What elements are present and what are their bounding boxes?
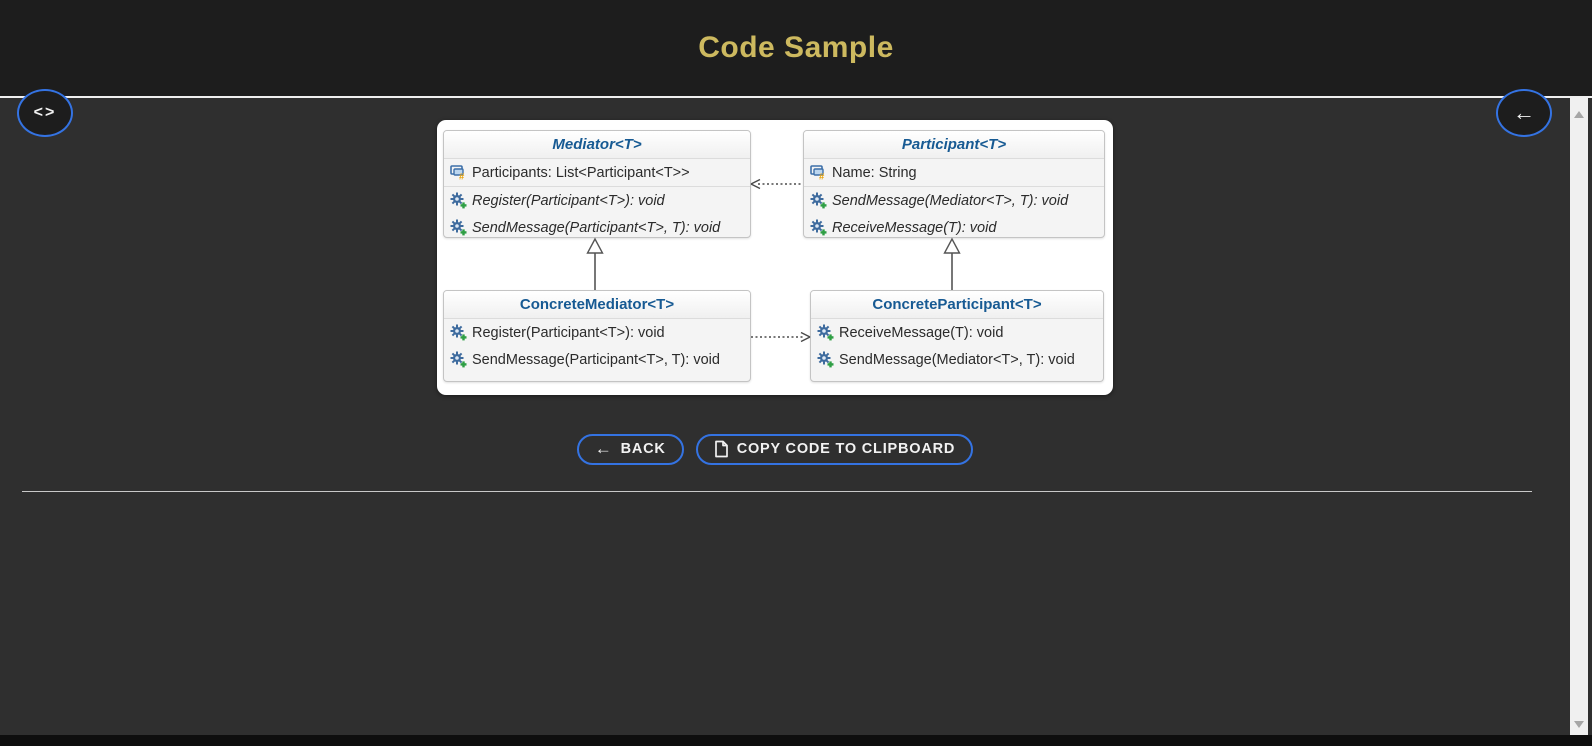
class-method-row: SendMessage(Mediator<T>, T): void [804, 187, 1104, 214]
method-icon [810, 219, 827, 236]
method-icon [450, 192, 467, 209]
field-icon: # [450, 165, 465, 181]
scrollbar-up-arrow[interactable] [1570, 105, 1588, 123]
method-icon [810, 192, 827, 209]
back-button-label: BACK [620, 441, 666, 457]
dashed-association-arrow [750, 178, 803, 190]
code-view-toggle-button[interactable]: <> [17, 89, 73, 137]
class-method-row: SendMessage(Participant<T>, T): void [444, 346, 750, 373]
class-box-concrete-participant: ConcreteParticipant<T> ReceiveMessage(T)… [810, 290, 1104, 382]
class-method-row: Register(Participant<T>): void [444, 187, 750, 214]
back-circle-button[interactable]: ← [1496, 89, 1552, 137]
class-field-row: # Name: String [804, 159, 1104, 186]
class-method-row: ReceiveMessage(T): void [804, 214, 1104, 237]
code-icon: <> [33, 104, 57, 121]
copy-code-button-label: COPY CODE TO CLIPBOARD [736, 441, 956, 457]
arrow-left-icon: ← [594, 439, 613, 458]
class-field-row: # Participants: List<Participant<T>> [444, 159, 750, 186]
actions-row: ← BACK COPY CODE TO CLIPBOARD [437, 433, 1113, 465]
method-icon [817, 324, 834, 341]
method-icon [817, 351, 834, 368]
dashed-association-arrow [751, 331, 811, 343]
class-method-row: SendMessage(Participant<T>, T): void [444, 214, 750, 237]
class-title: Mediator<T> [444, 131, 750, 158]
class-title: Participant<T> [804, 131, 1104, 158]
class-title: ConcreteParticipant<T> [811, 291, 1103, 318]
uml-diagram-panel: Mediator<T> # Participants: List<Partici… [437, 120, 1113, 395]
horizontal-divider [22, 491, 1532, 492]
app-header: Code Sample [0, 0, 1592, 98]
svg-text:#: # [459, 172, 465, 181]
method-icon [450, 324, 467, 341]
copy-document-icon [714, 440, 728, 458]
class-method-row: Register(Participant<T>): void [444, 319, 750, 346]
class-box-concrete-mediator: ConcreteMediator<T> Register(Participant… [443, 290, 751, 382]
class-box-participant: Participant<T> # Name: String [803, 130, 1105, 238]
class-method-row: SendMessage(Mediator<T>, T): void [811, 346, 1103, 373]
scrollbar-down-arrow[interactable] [1570, 715, 1588, 733]
class-box-mediator: Mediator<T> # Participants: List<Partici… [443, 130, 751, 238]
inheritance-arrow [586, 237, 604, 290]
copy-code-button[interactable]: COPY CODE TO CLIPBOARD [695, 433, 974, 465]
field-icon: # [810, 165, 825, 181]
arrow-left-icon: ← [1513, 100, 1535, 125]
method-icon [450, 351, 467, 368]
method-icon [450, 219, 467, 236]
vertical-scrollbar[interactable] [1570, 97, 1588, 735]
class-method-row: ReceiveMessage(T): void [811, 319, 1103, 346]
uml-relations-layer [586, 178, 961, 343]
back-button[interactable]: ← BACK [576, 433, 684, 465]
page-title: Code Sample [698, 31, 894, 64]
bottom-strip [0, 735, 1592, 746]
svg-text:#: # [819, 172, 825, 181]
class-title: ConcreteMediator<T> [444, 291, 750, 318]
inheritance-arrow [943, 237, 961, 290]
